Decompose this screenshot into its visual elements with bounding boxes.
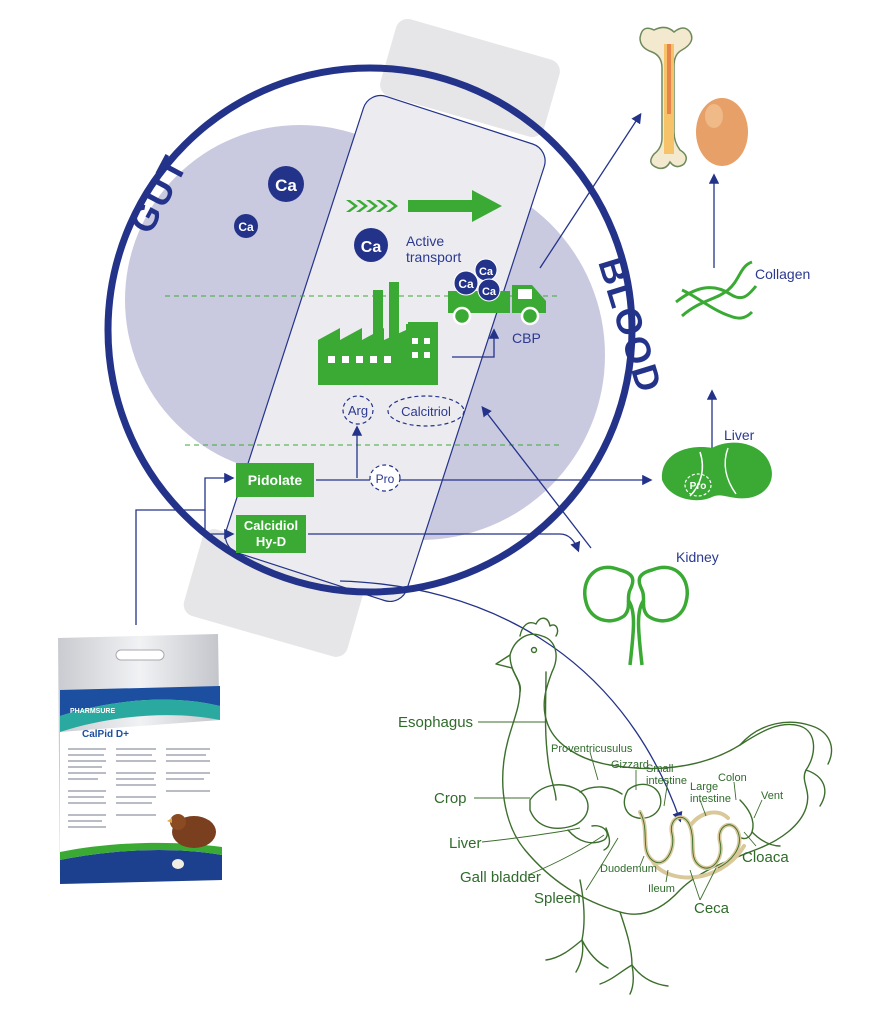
egg-highlight xyxy=(705,104,723,128)
arg-label: Arg xyxy=(348,403,368,418)
product-name: CalPid D+ xyxy=(82,729,129,740)
ca-ion-small: Ca xyxy=(234,214,258,238)
label-ileum: Ileum xyxy=(648,883,675,895)
pro-label: Pro xyxy=(376,472,395,486)
label-crop: Crop xyxy=(434,790,467,807)
collagen-label: Collagen xyxy=(755,266,810,282)
active-transport-arrow-icon xyxy=(408,190,502,222)
ring-tab-top xyxy=(380,18,560,138)
liver-icon: Pro xyxy=(661,442,772,501)
flow-arrows xyxy=(135,112,720,823)
label-cloaca: Cloaca xyxy=(742,849,789,866)
cbp-label: CBP xyxy=(512,330,541,346)
collagen-helix-icon xyxy=(675,260,758,320)
bone-icon xyxy=(639,26,693,170)
label-liver: Liver xyxy=(449,835,482,852)
active-transport-line1: Active xyxy=(406,233,444,249)
chicken-intestine-outline xyxy=(639,811,740,869)
chicken-anatomy-drawing xyxy=(495,617,833,995)
egg-icon xyxy=(696,98,748,166)
pro-ellipse xyxy=(369,464,401,492)
factory-to-cbp-arrow xyxy=(452,328,500,358)
label-colon: Colon xyxy=(718,772,747,784)
truck-ca-load: Ca Ca Ca xyxy=(453,258,501,302)
svg-text:Ca: Ca xyxy=(458,277,474,291)
label-gizzard: Gizzard xyxy=(611,759,649,771)
product-bag: PHARMSURE CalPid D+ xyxy=(58,634,222,884)
truck-icon xyxy=(448,285,546,326)
svg-text:Ca: Ca xyxy=(479,266,494,278)
pidolate-box xyxy=(236,463,314,497)
svg-text:Pro: Pro xyxy=(690,481,707,492)
label-large-intestine-2: intestine xyxy=(690,793,731,805)
svg-text:Ca: Ca xyxy=(361,239,382,256)
calcidiol-box xyxy=(236,515,306,553)
svg-text:Ca: Ca xyxy=(238,220,254,234)
kidney-icon xyxy=(583,565,689,666)
chicken-leader-lines xyxy=(474,721,763,901)
pidolate-label: Pidolate xyxy=(248,472,303,488)
label-spleen: Spleen xyxy=(534,890,581,907)
chevron-arrows-icon xyxy=(346,200,398,212)
label-large-intestine-1: Large xyxy=(690,781,718,793)
active-transport-line2: transport xyxy=(406,249,461,265)
product-hen-illustration xyxy=(167,814,216,869)
label-small-intestine-2: intestine xyxy=(646,775,687,787)
kidney-label: Kidney xyxy=(676,549,719,565)
label-esophagus: Esophagus xyxy=(398,714,473,731)
label-proventriculus: Proventricusulus xyxy=(551,743,633,755)
label-small-intestine-1: Small xyxy=(646,763,674,775)
calcitriol-ellipse xyxy=(387,395,465,427)
chicken-labels: Esophagus Proventricusulus Gizzard Small… xyxy=(398,714,789,917)
label-gall-bladder: Gall bladder xyxy=(460,869,541,886)
calcitriol-label: Calcitriol xyxy=(401,404,451,419)
outer-ring xyxy=(104,64,636,596)
product-brand: PHARMSURE xyxy=(70,708,115,715)
ca-ion-transport: Ca xyxy=(354,228,388,262)
svg-text:Ca: Ca xyxy=(482,286,497,298)
label-ceca: Ceca xyxy=(694,900,730,917)
calcidiol-line2: Hy-D xyxy=(256,534,286,549)
calcidiol-line1: Calcidiol xyxy=(244,518,298,533)
liver-label: Liver xyxy=(724,427,755,443)
ca-ion-large: Ca xyxy=(268,166,304,202)
label-duodemum: Duodemum xyxy=(600,863,657,875)
svg-text:Ca: Ca xyxy=(275,176,297,195)
factory-windows xyxy=(328,338,430,363)
label-vent: Vent xyxy=(761,790,783,802)
arg-ellipse xyxy=(342,395,374,425)
